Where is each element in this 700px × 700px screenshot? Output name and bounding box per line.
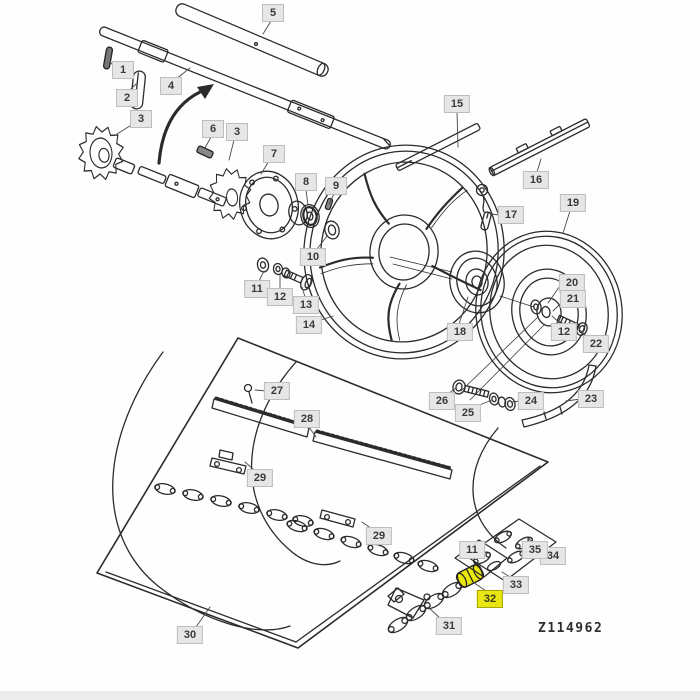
drawing-number: Z114962	[538, 621, 604, 636]
callout-11[interactable]: 11	[459, 541, 485, 559]
callout-35[interactable]: 35	[521, 541, 549, 559]
rotation-arrow	[157, 84, 214, 165]
callout-5[interactable]: 5	[262, 4, 284, 22]
callout-9[interactable]: 9	[325, 177, 347, 195]
floor-panel	[96, 337, 549, 649]
callout-14[interactable]: 14	[295, 316, 323, 334]
sprocket-hub-stub	[112, 157, 136, 175]
shaft-segment	[137, 166, 167, 184]
serrated-strip	[211, 383, 453, 480]
callout-28[interactable]: 28	[293, 410, 321, 428]
callout-18[interactable]: 18	[446, 323, 474, 341]
conveyor-chain-lower	[286, 509, 439, 573]
callout-2[interactable]: 2	[116, 89, 138, 107]
hub-washer	[541, 305, 551, 319]
washer	[256, 257, 270, 273]
callout-21[interactable]: 21	[559, 290, 587, 308]
callout-4[interactable]: 4	[160, 77, 182, 95]
top-tube	[175, 3, 329, 77]
collar	[324, 220, 340, 240]
sprocket-left	[78, 125, 124, 181]
callout-26[interactable]: 26	[428, 392, 456, 410]
callout-8[interactable]: 8	[295, 173, 317, 191]
callout-19[interactable]: 19	[559, 194, 587, 212]
callout-3[interactable]: 3	[226, 123, 248, 141]
sprocket-right	[208, 168, 252, 220]
tension-link	[475, 183, 492, 231]
callout-32[interactable]: 32	[476, 590, 504, 608]
callout-10[interactable]: 10	[299, 248, 327, 266]
callout-23[interactable]: 23	[577, 390, 605, 408]
callout-33[interactable]: 33	[502, 576, 530, 594]
bottom-strip	[0, 691, 700, 700]
callout-29[interactable]: 29	[246, 469, 274, 487]
callout-12[interactable]: 12	[266, 288, 294, 306]
callout-24[interactable]: 24	[517, 392, 545, 410]
callout-7[interactable]: 7	[263, 145, 285, 163]
washer	[272, 262, 284, 276]
callout-13[interactable]: 13	[292, 296, 320, 314]
hub-flange	[239, 170, 299, 240]
callout-12[interactable]: 12	[550, 323, 578, 341]
highlighted-connector-link[interactable]	[455, 563, 485, 589]
support-bar	[395, 123, 481, 171]
callout-1[interactable]: 1	[112, 61, 134, 79]
callout-6[interactable]: 6	[202, 120, 224, 138]
washer	[488, 392, 500, 406]
tube-hole	[253, 41, 259, 47]
spring-pin	[102, 46, 114, 70]
nut	[504, 396, 516, 412]
callout-3[interactable]: 3	[130, 110, 152, 128]
ribbed-wheel	[475, 230, 623, 394]
callout-30[interactable]: 30	[176, 626, 204, 644]
shaft-segment	[197, 187, 227, 207]
callout-15[interactable]: 15	[443, 95, 471, 113]
alignment-lines	[389, 256, 546, 401]
hub-cylinder	[288, 200, 308, 226]
callout-16[interactable]: 16	[522, 171, 550, 189]
hub-washer	[530, 299, 542, 315]
callout-31[interactable]: 31	[435, 617, 463, 635]
callout-25[interactable]: 25	[454, 404, 482, 422]
shaft-coupler	[164, 173, 200, 199]
callout-29[interactable]: 29	[365, 527, 393, 545]
conveyor-chain-upper	[154, 449, 314, 528]
dowel-pin	[196, 145, 214, 159]
callout-22[interactable]: 22	[582, 335, 610, 353]
callout-17[interactable]: 17	[497, 206, 525, 224]
chain-slat-assembly	[387, 581, 463, 634]
channel-rail	[488, 118, 591, 177]
callout-27[interactable]: 27	[263, 382, 291, 400]
